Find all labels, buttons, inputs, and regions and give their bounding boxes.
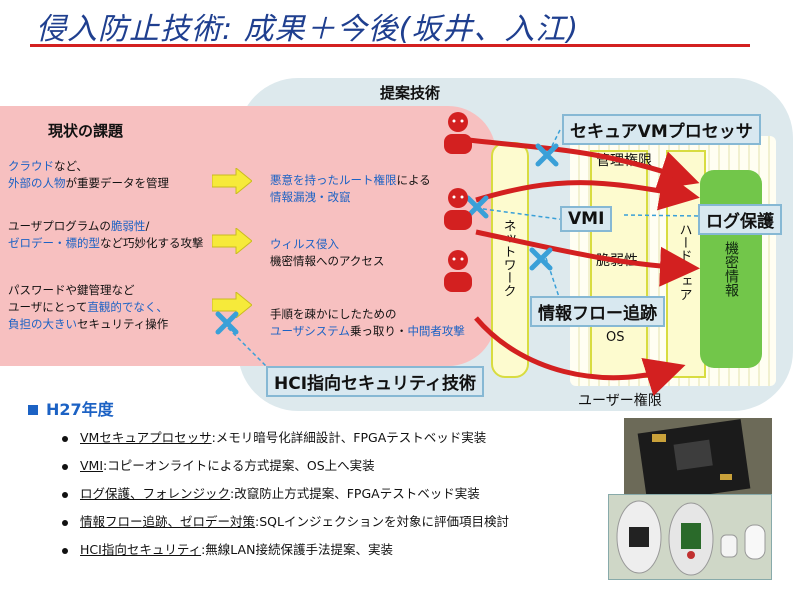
issue-text: 負担の大きい [8, 317, 77, 331]
network-label: ネットワーク [500, 219, 516, 297]
threat-text: による [396, 173, 431, 187]
admin-privilege-label: 管理権限 [596, 153, 652, 169]
title-underline [30, 44, 750, 47]
issue-text: など、 [54, 159, 88, 173]
issue-text: ユーザにとって [8, 300, 88, 314]
threat-root: 悪意を持ったルート権限による 情報漏洩・改竄 [270, 172, 431, 206]
issue-text: 外部の人物 [8, 176, 66, 190]
h27-heading-text: H27年度 [46, 400, 114, 419]
current-issues-label: 現状の課題 [48, 122, 124, 140]
issue-text: など巧妙化する攻撃 [100, 236, 204, 250]
square-bullet-icon [28, 405, 38, 415]
user-privilege-label: ユーザー権限 [578, 393, 662, 409]
threat-text: 悪意を持ったルート権限 [270, 173, 397, 187]
list-item: VMセキュアプロセッサ:メモリ暗号化詳細設計、FPGAテストベッド実装 [62, 427, 509, 455]
bullet-icon [62, 491, 68, 498]
prototype-devices-photo [608, 494, 772, 580]
threat-virus: ウィルス侵入 機密情報へのアクセス [270, 236, 384, 270]
h27-heading: H27年度 [28, 396, 114, 420]
item-desc: :メモリ暗号化詳細設計、FPGAテストベッド実装 [211, 430, 487, 445]
page-title: 侵入防止技術: 成果＋今後(坂井、入江) [36, 12, 580, 47]
hardware-label: ハードウェア [676, 223, 692, 301]
issue-text: 脆弱性 [110, 219, 146, 233]
list-item: VMI:コピーオンライトによる方式提案、OS上へ実装 [62, 455, 509, 483]
item-desc: :コピーオンライトによる方式提案、OS上へ実装 [103, 458, 375, 473]
threat-text: 中間者攻撃 [407, 324, 465, 338]
item-name: 情報フロー追跡、ゼロデー対策 [80, 514, 256, 529]
list-item: 情報フロー追跡、ゼロデー対策:SQLインジェクションを対象に評価項目検討 [62, 511, 509, 539]
list-item: ログ保護、フォレンジック:改竄防止方式提案、FPGAテストベッド実装 [62, 483, 509, 511]
issue-text: ゼロデー・標的型 [8, 236, 100, 250]
issue-text: 直観的でなく、 [87, 300, 168, 314]
os-label: OS [606, 330, 625, 345]
current-issues-area [0, 106, 496, 366]
item-name: VMセキュアプロセッサ [80, 430, 212, 445]
item-name: HCI指向セキュリティ [80, 542, 202, 557]
item-desc: :無線LAN接続保護手法提案、実装 [201, 542, 393, 557]
threat-text: 乗っ取り・ [349, 324, 408, 338]
threat-text: ユーザシステム [270, 324, 350, 338]
issue-cloud: クラウドなど、 外部の人物が重要データを管理 [8, 158, 169, 192]
issue-text: が重要データを管理 [65, 176, 170, 190]
issue-usability: パスワードや鍵管理など ユーザにとって直観的でなく、 負担の大きいセキュリティ操… [8, 282, 168, 333]
item-desc: :SQLインジェクションを対象に評価項目検討 [255, 514, 509, 529]
yellow-arrow-icon [212, 168, 252, 194]
issue-text: クラウド [8, 159, 54, 173]
hci-security-callout: HCI指向セキュリティ技術 [266, 366, 485, 397]
threat-text: ウィルス侵入 [270, 237, 339, 251]
threat-mitm: 手順を疎かにしたための ユーザシステム乗っ取り・中間者攻撃 [270, 306, 465, 340]
threat-text: 手順を疎かにしたための [270, 307, 397, 321]
issue-text: ユーザプログラムの [8, 219, 111, 233]
issue-text: セキュリティ操作 [77, 317, 169, 331]
h27-list: VMセキュアプロセッサ:メモリ暗号化詳細設計、FPGAテストベッド実装 VMI:… [62, 427, 509, 567]
bullet-icon [62, 463, 68, 470]
item-name: ログ保護、フォレンジック [80, 486, 231, 501]
item-name: VMI [80, 458, 104, 473]
item-desc: :改竄防止方式提案、FPGAテストベッド実装 [230, 486, 480, 501]
confidential-info-label: 機密情報 [723, 241, 739, 297]
confidential-info-box [700, 170, 762, 368]
bullet-icon [62, 547, 68, 554]
yellow-arrow-icon [212, 292, 252, 318]
bullet-icon [62, 519, 68, 526]
issue-text: / [145, 219, 150, 233]
proposal-label: 提案技術 [380, 84, 441, 102]
list-item: HCI指向セキュリティ:無線LAN接続保護手法提案、実装 [62, 539, 509, 567]
bullet-icon [62, 435, 68, 442]
issue-text: パスワードや鍵管理など [8, 283, 135, 297]
threat-text: 情報漏洩・改竄 [270, 190, 351, 204]
threat-text: 機密情報へのアクセス [270, 254, 385, 268]
secure-vm-processor-callout: セキュアVMプロセッサ [562, 114, 761, 145]
info-flow-tracking-callout: 情報フロー追跡 [530, 296, 665, 327]
vmi-callout: VMI [560, 206, 613, 232]
vulnerability-label: 脆弱性 [596, 253, 638, 269]
log-protection-callout: ログ保護 [698, 204, 782, 235]
yellow-arrow-icon [212, 228, 252, 254]
issue-vulnerability: ユーザプログラムの脆弱性/ ゼロデー・標的型など巧妙化する攻撃 [8, 218, 204, 252]
